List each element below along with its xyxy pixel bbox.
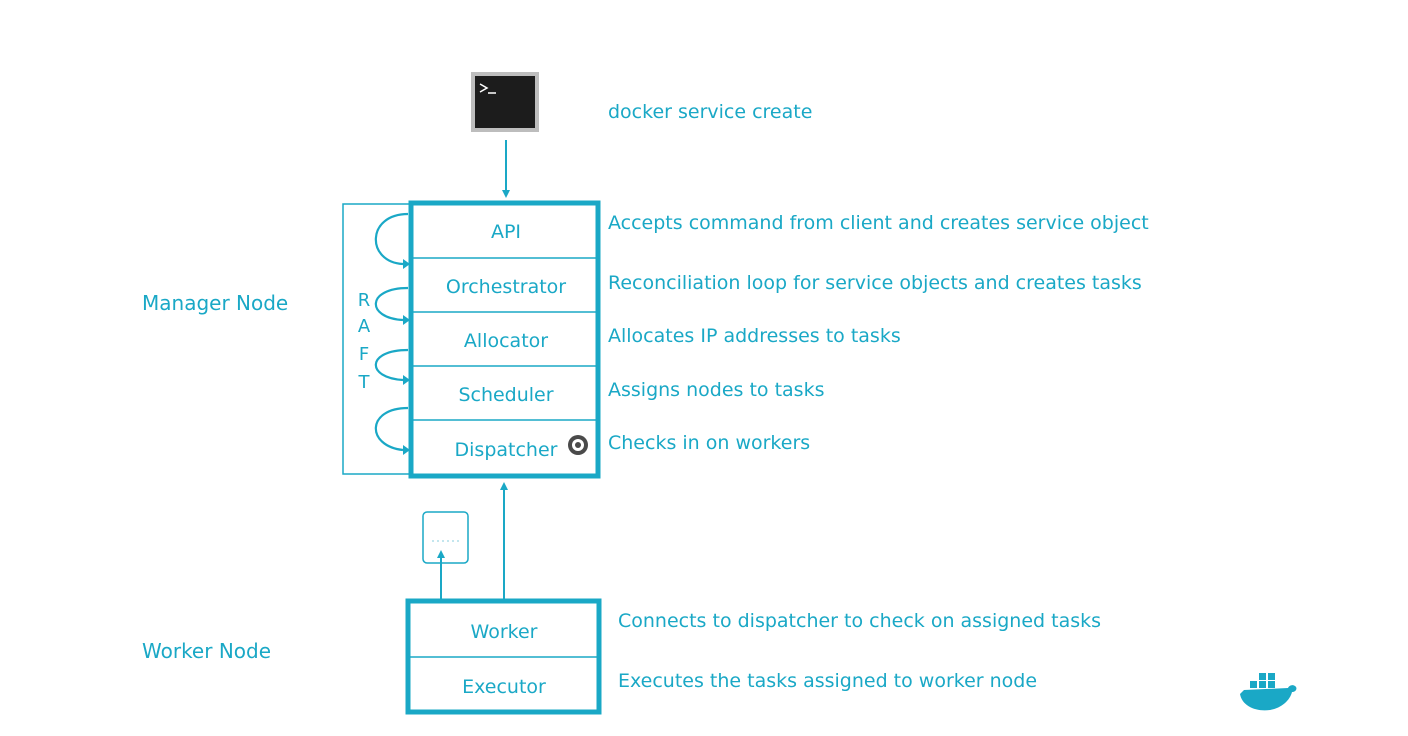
raft-bracket <box>342 203 414 475</box>
raft-letter: F <box>359 344 369 365</box>
scheduler-cell: Scheduler <box>458 384 553 406</box>
manager-node-label: Manager Node <box>142 291 289 315</box>
worker-node-label: Worker Node <box>142 639 272 663</box>
allocator-description: Allocates IP addresses to tasks <box>608 325 901 347</box>
dispatcher-badge-icon <box>568 435 588 455</box>
raft-loop-arrow <box>374 212 409 266</box>
raft-loop-arrow <box>374 406 409 452</box>
api-description: Accepts command from client and creates … <box>608 212 1149 234</box>
dispatcher-cell: Dispatcher <box>455 439 558 461</box>
executor-cell: Executor <box>462 676 546 698</box>
raft-letter: T <box>358 372 371 393</box>
raft-arrowheads <box>403 259 410 455</box>
dispatcher-description: Checks in on workers <box>608 432 811 454</box>
docker-whale-icon <box>1240 673 1297 711</box>
manager-stack <box>408 200 601 479</box>
command-text: docker service create <box>608 101 813 123</box>
task-card-icon <box>422 511 469 564</box>
terminal-icon <box>471 72 539 132</box>
raft-letter: R <box>358 290 371 311</box>
orchestrator-cell: Orchestrator <box>446 276 566 298</box>
raft-loop-arrows <box>374 212 409 452</box>
worker-cell: Worker <box>471 621 538 643</box>
raft-letter: A <box>358 316 371 337</box>
raft-loop-arrow <box>374 286 409 322</box>
scheduler-description: Assigns nodes to tasks <box>608 379 825 401</box>
allocator-cell: Allocator <box>464 330 548 352</box>
raft-loop-arrow <box>374 348 409 382</box>
raft-letters: R A F T <box>358 290 371 393</box>
worker-stack <box>405 598 602 715</box>
orchestrator-description: Reconciliation loop for service objects … <box>608 272 1142 294</box>
executor-description: Executes the tasks assigned to worker no… <box>618 670 1038 692</box>
worker-description: Connects to dispatcher to check on assig… <box>618 610 1102 632</box>
api-cell: API <box>491 221 521 243</box>
